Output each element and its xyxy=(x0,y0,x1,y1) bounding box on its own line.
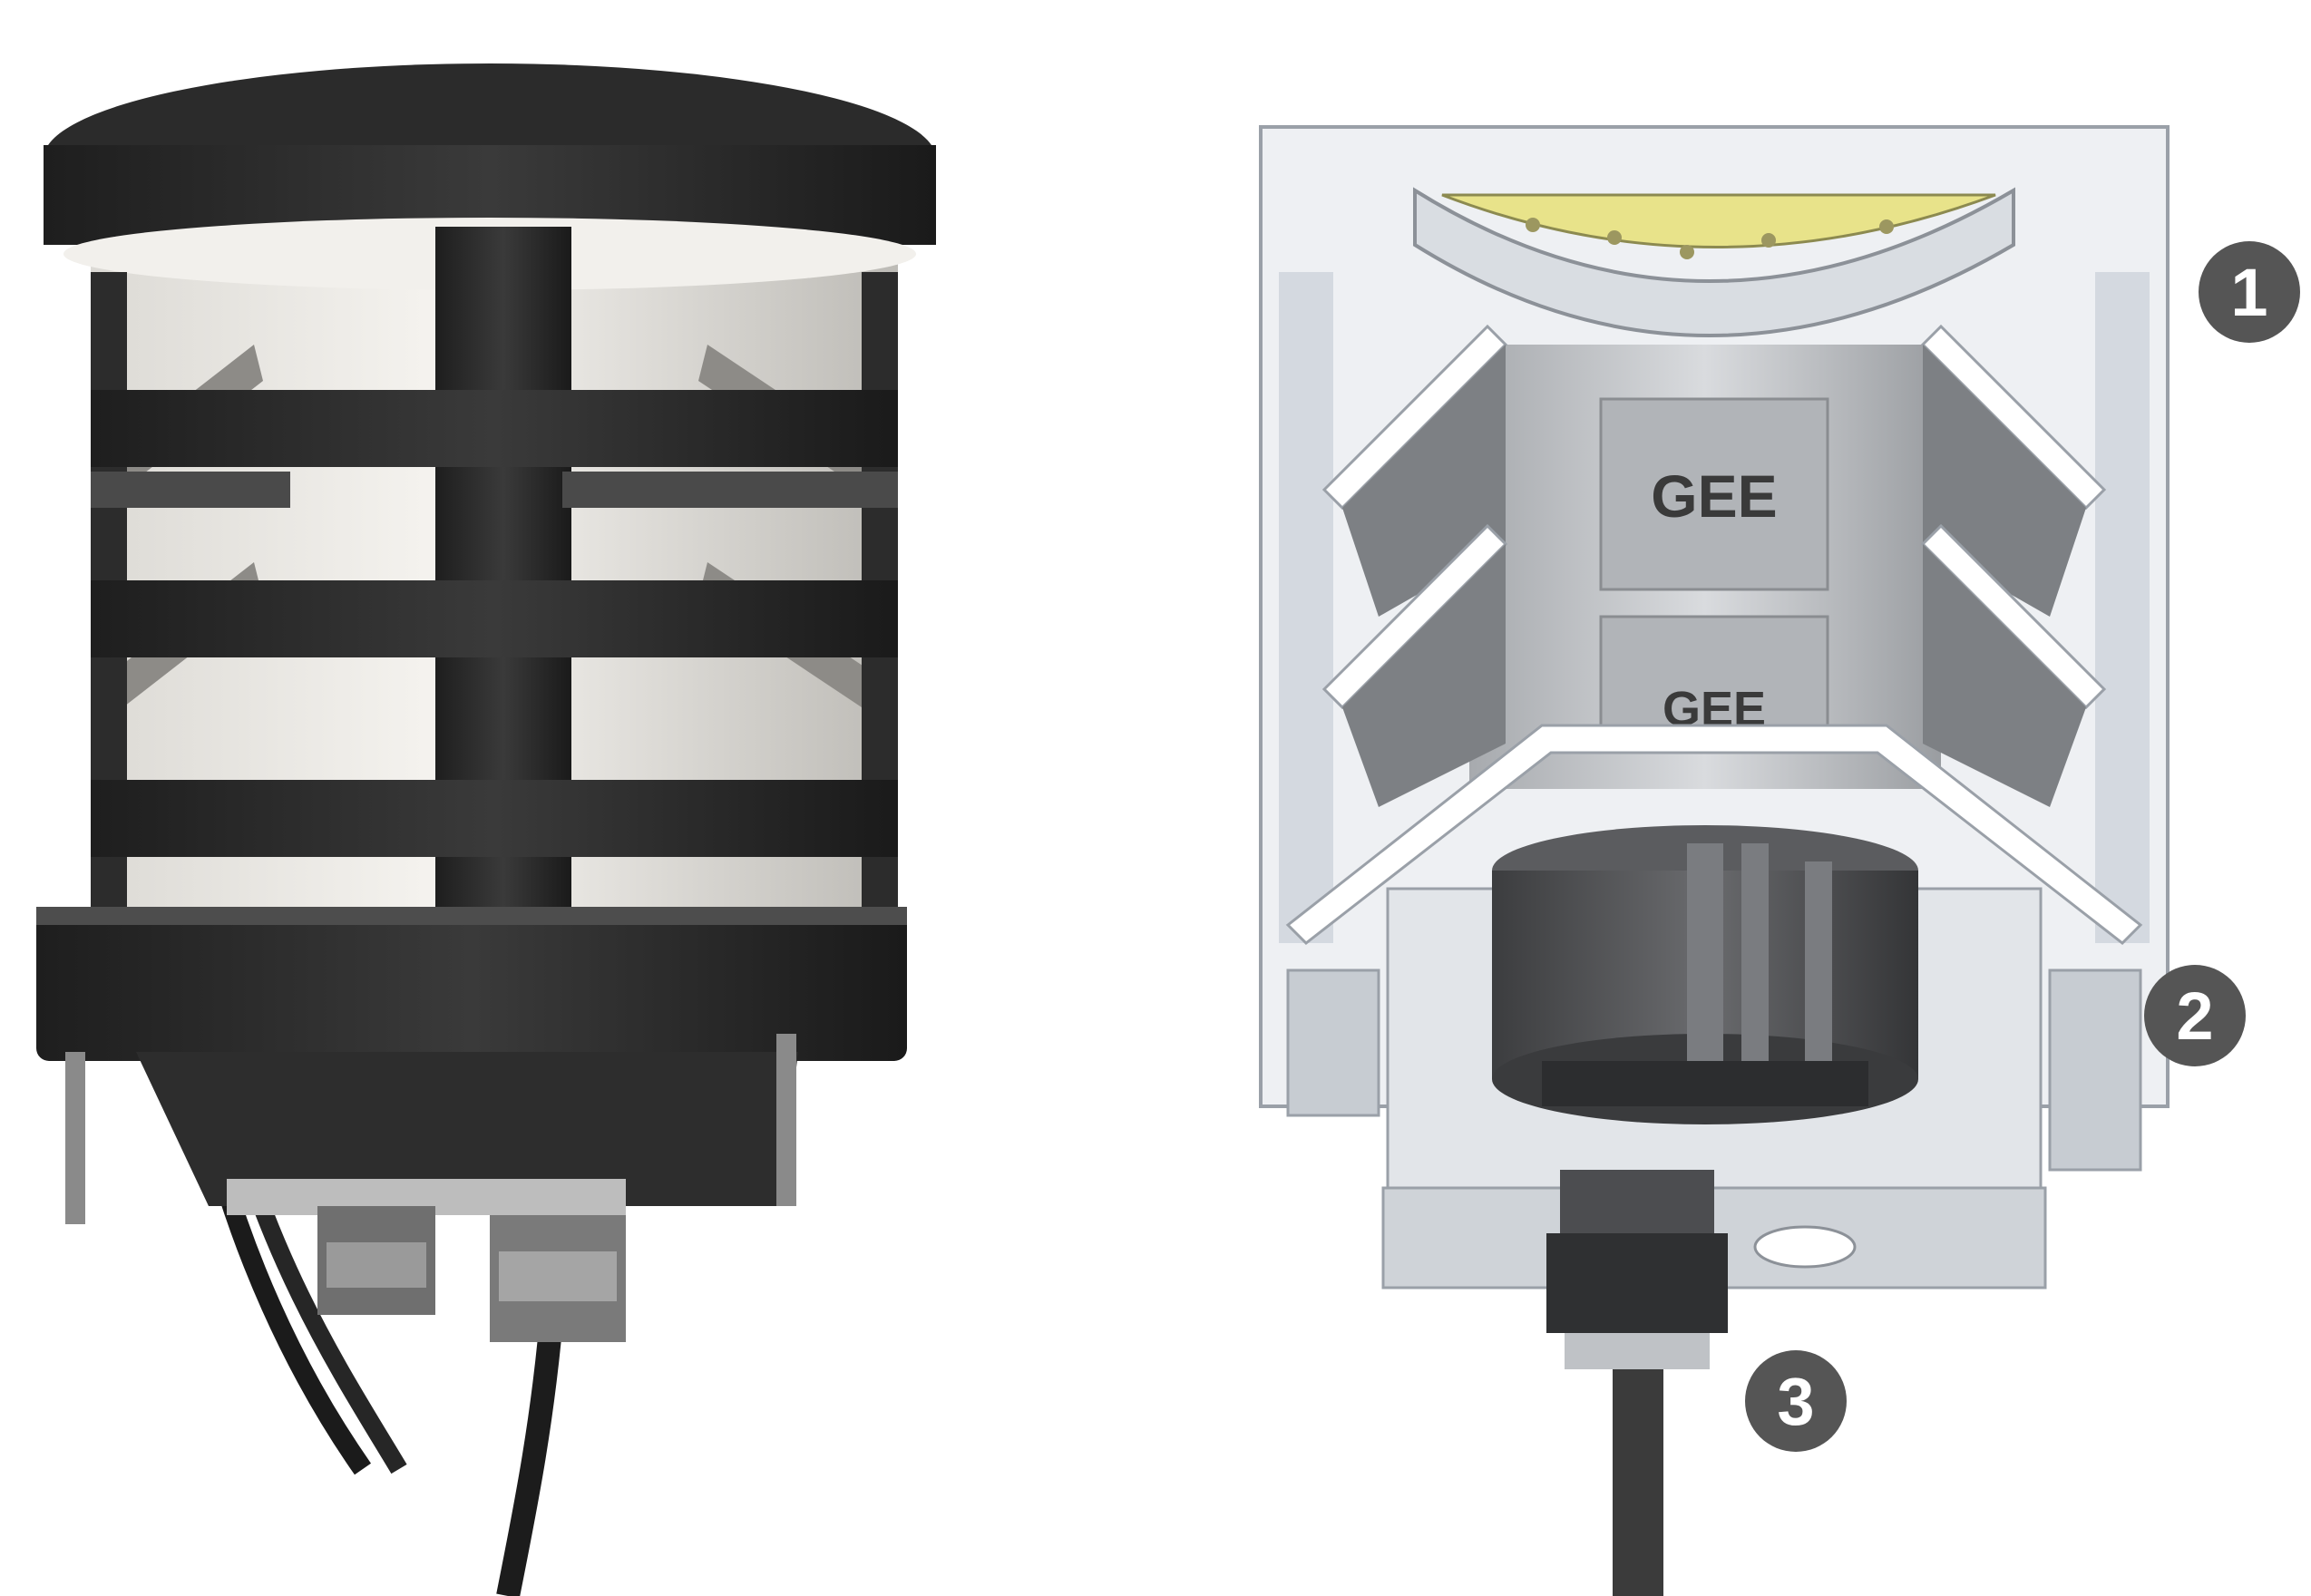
fan-rib xyxy=(1741,843,1769,1061)
fan-rib xyxy=(1805,861,1832,1061)
callout-1: 1 xyxy=(2199,241,2300,343)
callout-1-badge xyxy=(2199,241,2300,343)
photo-radiation-shield-icon xyxy=(36,63,936,1596)
cutaway-radiation-shield-icon: GEE GEE xyxy=(1259,125,2170,1596)
callout-3: 3 xyxy=(1745,1350,1847,1452)
sensor-dot xyxy=(1879,219,1894,234)
engraving-upper: GEE xyxy=(1651,462,1777,530)
gland-right-ring xyxy=(499,1251,617,1301)
gland-nut xyxy=(1560,1170,1714,1233)
sensor-dot xyxy=(1607,230,1622,245)
sensor-dot xyxy=(1761,233,1776,248)
label-panel-upper xyxy=(1599,397,1829,591)
band-1-shadow xyxy=(562,472,898,508)
callout-2-badge xyxy=(2144,965,2246,1066)
louver-right-2-shadow xyxy=(1923,544,2086,807)
sensor-board xyxy=(1441,193,1996,248)
lower-cone xyxy=(1285,724,2143,945)
callout-2: 2 xyxy=(2144,965,2246,1066)
fan-rib xyxy=(1687,843,1723,1061)
side-block-right xyxy=(2048,968,2142,1172)
fan-slot xyxy=(1542,1061,1868,1106)
gland-body xyxy=(1546,1233,1728,1333)
outer-wall-left xyxy=(1279,272,1333,943)
callout-1-label: 1 xyxy=(2230,255,2267,330)
side-block-left xyxy=(1286,968,1380,1117)
band-2 xyxy=(91,580,898,657)
callout-3-badge xyxy=(1745,1350,1847,1452)
mount-pin-right xyxy=(776,1034,796,1206)
bottom-collar-edge xyxy=(36,907,907,925)
callout-2-label: 2 xyxy=(2176,978,2213,1054)
top-dish xyxy=(1413,187,2015,337)
sensor-dot xyxy=(1680,245,1694,259)
louver-left-2-shadow xyxy=(1342,544,1506,807)
bottom-collar xyxy=(36,907,907,1061)
callout-3-label: 3 xyxy=(1777,1364,1814,1439)
gland-seal xyxy=(1565,1333,1710,1369)
base-housing xyxy=(136,1052,798,1206)
mount-hole xyxy=(1753,1225,1857,1269)
band-3 xyxy=(91,780,898,857)
outer-wall-right xyxy=(2095,272,2150,943)
mount-pin-left xyxy=(65,1052,85,1224)
band-1 xyxy=(91,390,898,467)
sensor-dot xyxy=(1526,218,1540,232)
gland-left-ring xyxy=(327,1242,426,1288)
band-1-shadow xyxy=(91,472,290,508)
